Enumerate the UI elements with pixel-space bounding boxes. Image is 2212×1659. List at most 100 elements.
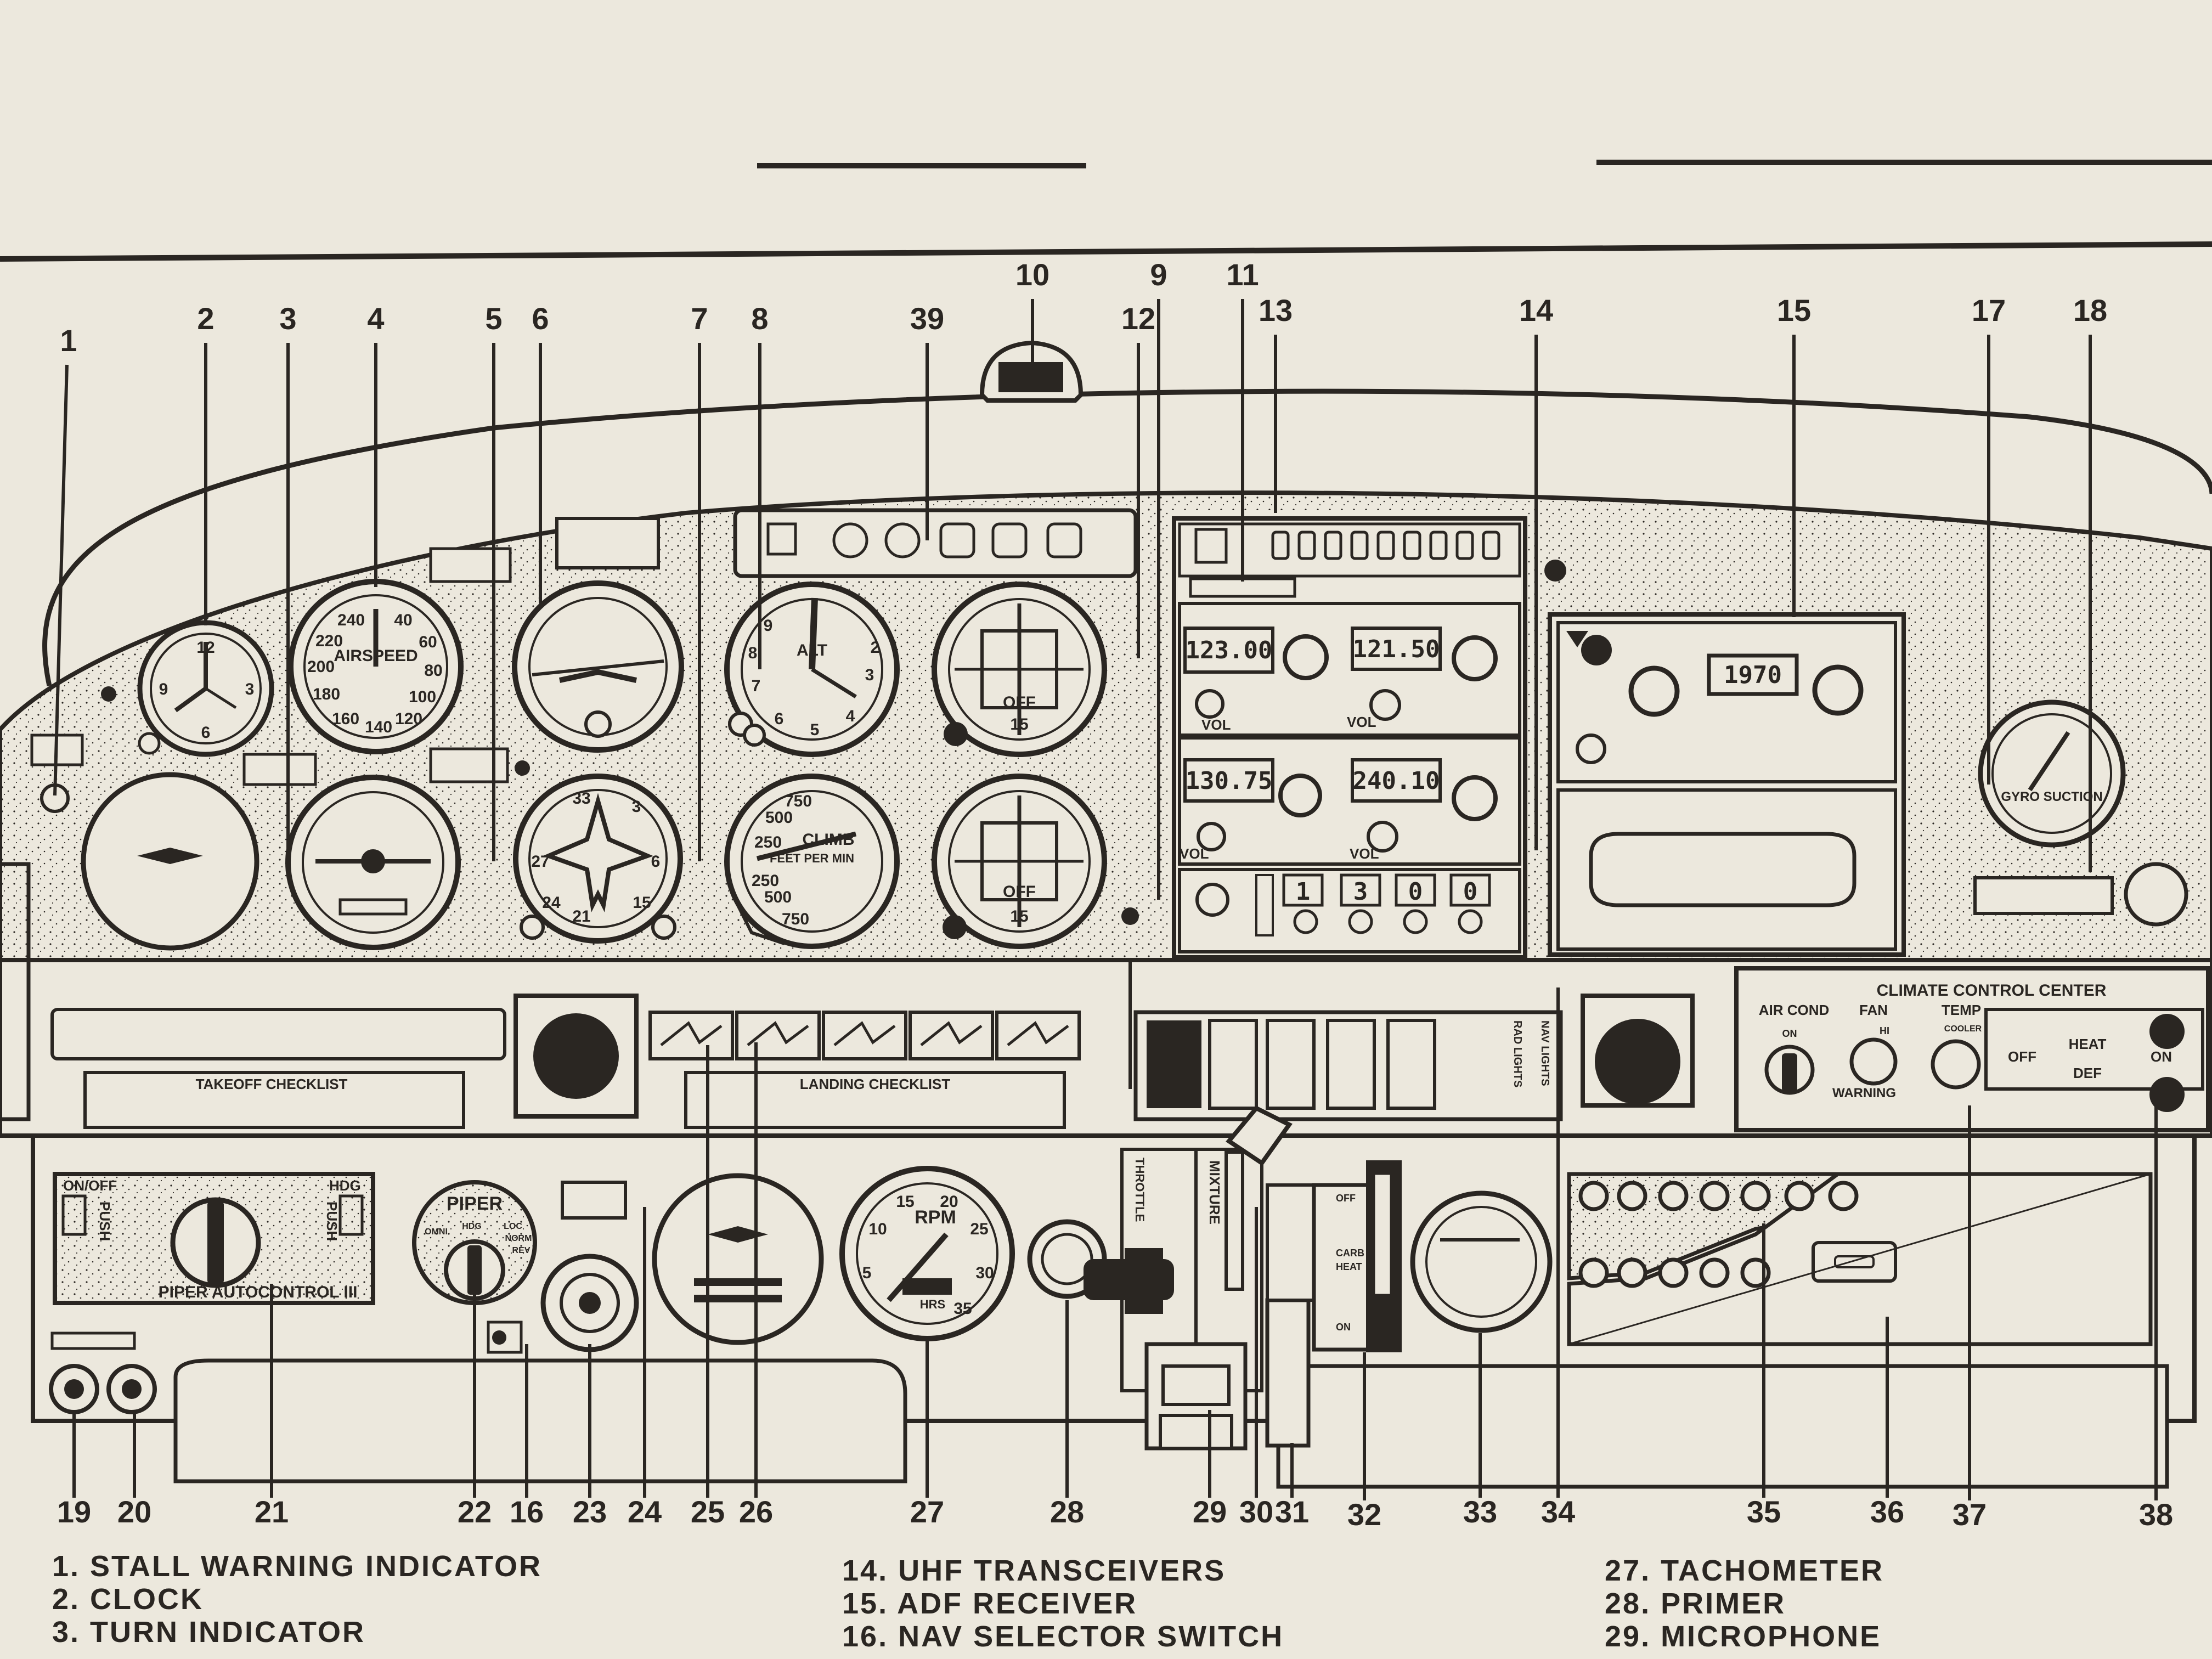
altimeter-label: ALT [797,641,827,659]
heading-mark: 3 [632,798,641,816]
legend-col-3: 27. TACHOMETER 28. PRIMER 29. MICROPHONE [1605,1554,1884,1653]
panel-switch [735,1011,821,1060]
landing-checklist-label: LANDING CHECKLIST [800,1076,951,1092]
throttle-quadrant: THROTTLE MIXTURE [1084,1105,1318,1451]
heading-mark: 27 [531,853,549,871]
legend-item: 3. TURN INDICATOR [52,1616,366,1649]
callout-number: 27 [910,1494,944,1529]
rpm-hrs-label: HRS [920,1297,945,1311]
speaker-right [1581,994,1695,1108]
transponder-digit: 3 [1353,878,1368,906]
warning-label: WARNING [1832,1086,1896,1101]
rpm-mark: 15 [896,1193,914,1211]
audio-selector-switch [1297,531,1316,560]
airspeed-mark: 100 [409,688,436,706]
key-placard [561,1181,627,1220]
callout-number: 13 [1259,293,1293,328]
altimeter-mark: 8 [748,644,758,662]
piper-autocontrol: ON/OFF PUSH HDG PUSH PIPER AUTOCONTROL I… [53,1172,375,1305]
attitude-gyro [512,580,684,753]
callout-number: 4 [367,301,384,336]
climb-mark: 250 [752,872,779,890]
altimeter-mark: 5 [810,721,820,739]
autocontrol-hdg: HDG [329,1177,361,1194]
carb-on-label: ON [1336,1322,1351,1333]
callout-number: 16 [510,1494,544,1529]
nav2-frequency: 240.10 [1353,767,1440,795]
autocontrol-push-right: PUSH [324,1201,340,1241]
rpm-mark: 5 [862,1264,872,1282]
piper-mark: LOC [504,1222,522,1231]
callout-number: 3 [279,301,296,336]
altimeter-mark: 2 [871,639,880,657]
panel-screw [1544,560,1566,582]
air-cond-label: AIR COND [1759,1002,1830,1018]
com1-frequency: 123.00 [1186,636,1273,664]
turn-indicator [285,775,461,950]
callout-number: 8 [751,301,768,336]
callout-leader-line [53,364,69,796]
callout-number: 22 [458,1494,492,1529]
rpm-mark: 35 [953,1300,972,1318]
directional-gyro-lower [652,1173,824,1345]
climb-mark: 250 [754,833,782,851]
takeoff-checklist-plate [83,1071,465,1129]
airspeed-mark: 240 [337,611,365,629]
panel-switch-hatching [747,1021,809,1046]
heading-mark: 15 [633,894,651,912]
carb-heat-label-1: CARB [1336,1248,1364,1259]
directional-gyro [81,772,259,951]
knee-panel [173,1358,907,1483]
audio-selector-switch [1403,531,1421,560]
piper-label: PIPER [447,1193,503,1214]
air-cond-on: ON [1782,1028,1797,1039]
callout-number: 23 [573,1494,607,1529]
callout-number: 24 [628,1494,662,1529]
callout-number: 29 [1193,1494,1227,1529]
tachometer: RPM 15 20 10 25 5 30 35 HRS [839,1166,1015,1341]
lower-panel-outline [31,1136,2197,1423]
rpm-mark: 25 [970,1220,988,1238]
omni-indicator-2: OFF 15 [932,774,1107,949]
transponder-digit: 1 [1296,878,1311,906]
panel-switch [909,1011,994,1060]
panel-switch-hatching [660,1021,723,1046]
panel-switch-hatching [920,1021,983,1046]
airspeed-mark: 80 [424,662,442,680]
audio-selector-switch [1271,531,1290,560]
airspeed-mark: 40 [394,611,412,629]
vol-label: VOL [1350,845,1379,862]
altimeter-mark: 9 [764,617,773,635]
airspeed-mark: 140 [365,718,392,736]
small-switch-knob [492,1330,506,1345]
radio-stack: 123.00 121.50 VOL VOL 130.75 240.10 VOL … [1172,516,1527,960]
piper-mark: HDG [462,1222,482,1231]
callout-number: 31 [1275,1494,1309,1529]
callout-number: 39 [910,301,944,336]
fan-hi: HI [1880,1025,1889,1036]
circuit-breaker [1784,1181,1815,1211]
callout-number: 5 [485,301,502,336]
landing-checklist-plate [684,1071,1066,1129]
omni-off-flag: OFF [1003,883,1036,901]
clock-mark-9: 9 [159,680,168,698]
callout-number: 1 [60,323,77,358]
circuit-breaker [1617,1181,1647,1211]
transponder-digits: 1 3 0 0 [1282,873,1491,934]
adf-frequency: 1970 [1724,661,1782,689]
callout-number: 30 [1239,1494,1273,1529]
rpm-mark: 20 [940,1193,958,1211]
audio-selector-switch [1376,531,1395,560]
callout-number: 7 [691,301,708,336]
knee-panel-right [1276,1364,2169,1489]
callout-number: 36 [1870,1494,1904,1529]
placard-strip [50,1008,506,1060]
clock-gauge: 12 3 6 9 [137,620,274,757]
rpm-label: RPM [915,1207,956,1228]
callout-number: 26 [739,1494,773,1529]
suction-gauge: GYRO SUCTION [1978,699,2126,848]
heading-mark: 6 [651,853,661,871]
circuit-breaker [1699,1257,1730,1288]
circuit-breaker [1740,1181,1771,1211]
